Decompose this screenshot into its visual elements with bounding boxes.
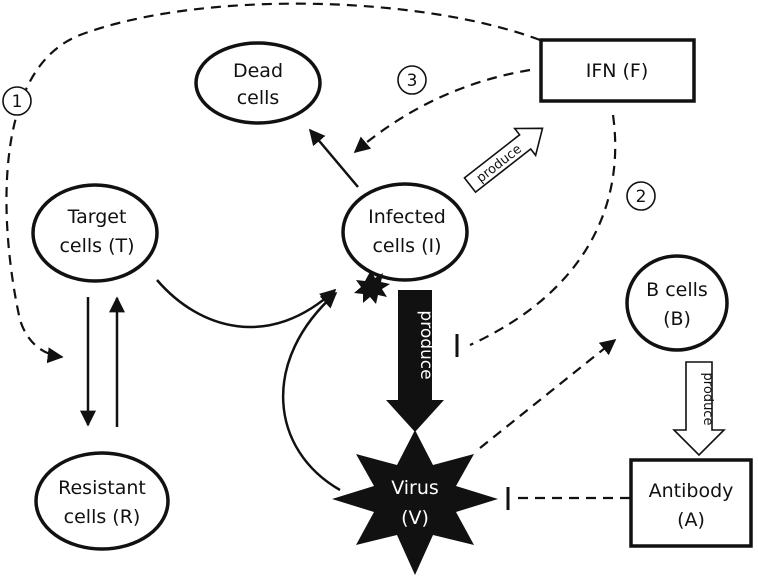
ifn-node: IFN (F) <box>539 38 696 103</box>
target-to-infected-arrow <box>156 279 337 329</box>
infected-to-virus-produce-arrow: produce <box>386 290 444 432</box>
antibody-node: Antibody (A) <box>629 458 753 548</box>
target-cells-node: Target cells (T) <box>31 183 159 283</box>
bcells-to-antibody-produce-label: produce <box>700 373 715 426</box>
virus-to-infection-arrow <box>281 291 341 492</box>
pathway-number-1: 1 <box>2 86 32 116</box>
resistant-cells-label-line2: cells (R) <box>64 506 141 528</box>
antibody-label-line2: (A) <box>677 509 705 531</box>
virus-star-icon <box>332 430 498 575</box>
resistant-cells-node: Resistant cells (R) <box>34 451 170 551</box>
antibody-label-line1: Antibody <box>649 480 734 502</box>
dead-cells-label-line2: cells <box>237 87 280 109</box>
ifn-to-dead-cells-dashed-arrow <box>353 68 531 154</box>
pathway-number-2-label: 2 <box>636 187 647 207</box>
pathway-number-1-label: 1 <box>12 92 23 112</box>
target-cells-label-line2: cells (T) <box>59 235 134 257</box>
pathway-number-3: 3 <box>397 65 427 95</box>
bcells-to-antibody-produce-arrow: produce <box>672 361 726 457</box>
infected-cells-node: Infected cells (I) <box>341 182 469 282</box>
ifn-inhibits-production-dashed-line <box>469 114 617 346</box>
infected-cells-label-line1: Infected <box>368 206 446 228</box>
virus-label-line2: (V) <box>401 507 429 529</box>
infected-to-ifn-produce-arrow: produce <box>463 127 544 194</box>
bcells-label-line1: B cells <box>646 279 708 301</box>
pathway-number-2: 2 <box>626 181 656 211</box>
virus-label-line1: Virus <box>391 477 439 499</box>
pathway-number-3-label: 3 <box>407 71 418 91</box>
resistant-cells-label-line1: Resistant <box>58 477 146 499</box>
infected-cells-label-line2: cells (I) <box>372 235 441 257</box>
virus-node: Virus (V) <box>332 430 498 575</box>
dead-cells-node: Dead cells <box>194 41 322 125</box>
infected-to-dead-arrow <box>308 128 359 188</box>
bcells-node: B cells (B) <box>625 254 729 352</box>
infected-to-virus-produce-label: produce <box>416 310 436 379</box>
bcells-label-line2: (B) <box>663 308 691 330</box>
target-cells-label-line1: Target <box>67 206 127 228</box>
infection-event-star-icon <box>354 270 390 304</box>
ifn-label: IFN (F) <box>586 60 649 82</box>
dead-cells-label-line1: Dead <box>233 60 283 82</box>
virus-to-bcells-dashed-arrow <box>479 339 617 449</box>
